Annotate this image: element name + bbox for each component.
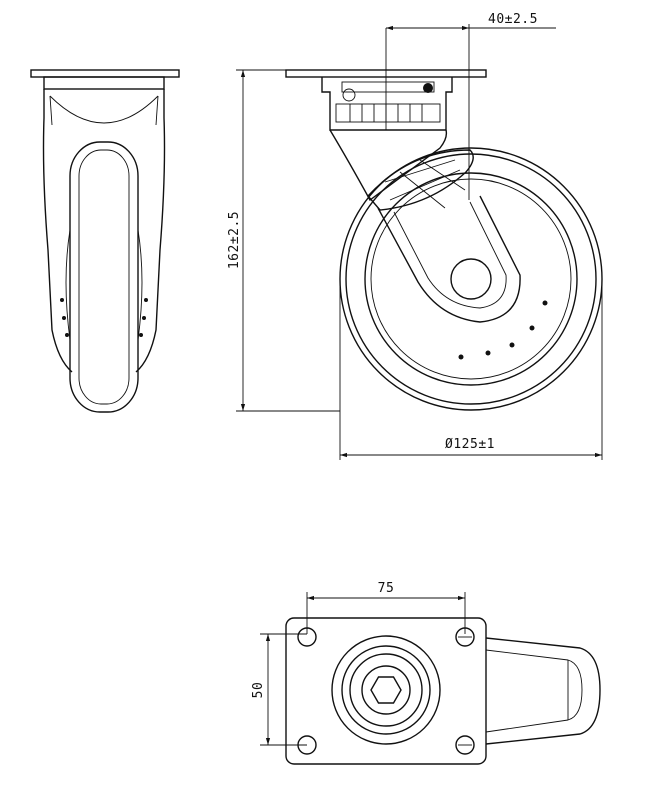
dim-hole-spacing-x: 75 [378, 581, 395, 596]
top-view [285, 617, 601, 765]
top-mount-plate [285, 617, 487, 765]
front-wheel-rim [78, 149, 130, 405]
side-wheel-holes [458, 300, 548, 360]
dim-hole-spacing-y: 50 [251, 682, 266, 699]
front-wheel-tyre [69, 141, 139, 413]
side-wheel-tyre [339, 147, 603, 411]
front-bearing-housing [43, 76, 165, 90]
top-hex-nut [370, 676, 402, 704]
front-fork-holes [60, 298, 148, 337]
top-center-boss-inner [349, 653, 423, 727]
dim-swivel-offset: 40±2.5 [488, 12, 538, 27]
dim-wheel-diameter: Ø125±1 [445, 437, 495, 452]
side-wheel-axle-hub [450, 258, 492, 300]
side-fork-arm [377, 195, 521, 323]
plate-hole-bottom-right [455, 735, 475, 755]
top-center-boss-outer [331, 635, 441, 745]
side-ball-bearing-right [423, 83, 433, 93]
side-wheel-rim [364, 172, 578, 386]
plate-hole-bottom-left [297, 735, 317, 755]
front-top-plate [30, 69, 180, 78]
side-view [285, 24, 603, 411]
dim-total-height: 162±2.5 [227, 211, 242, 269]
side-swivel-head [321, 77, 453, 131]
side-bearing-race [335, 103, 441, 123]
side-ball-bearing-left [342, 88, 356, 102]
front-fork-left [42, 89, 73, 373]
side-fork-leg [329, 129, 448, 202]
top-wheel-outline [485, 637, 601, 745]
plate-hole-top-left [297, 627, 317, 647]
front-fork-right [135, 89, 166, 373]
dimension-lines [236, 25, 603, 746]
front-fork-crown [49, 95, 159, 124]
front-view [30, 69, 180, 413]
plate-hole-top-right [455, 627, 475, 647]
